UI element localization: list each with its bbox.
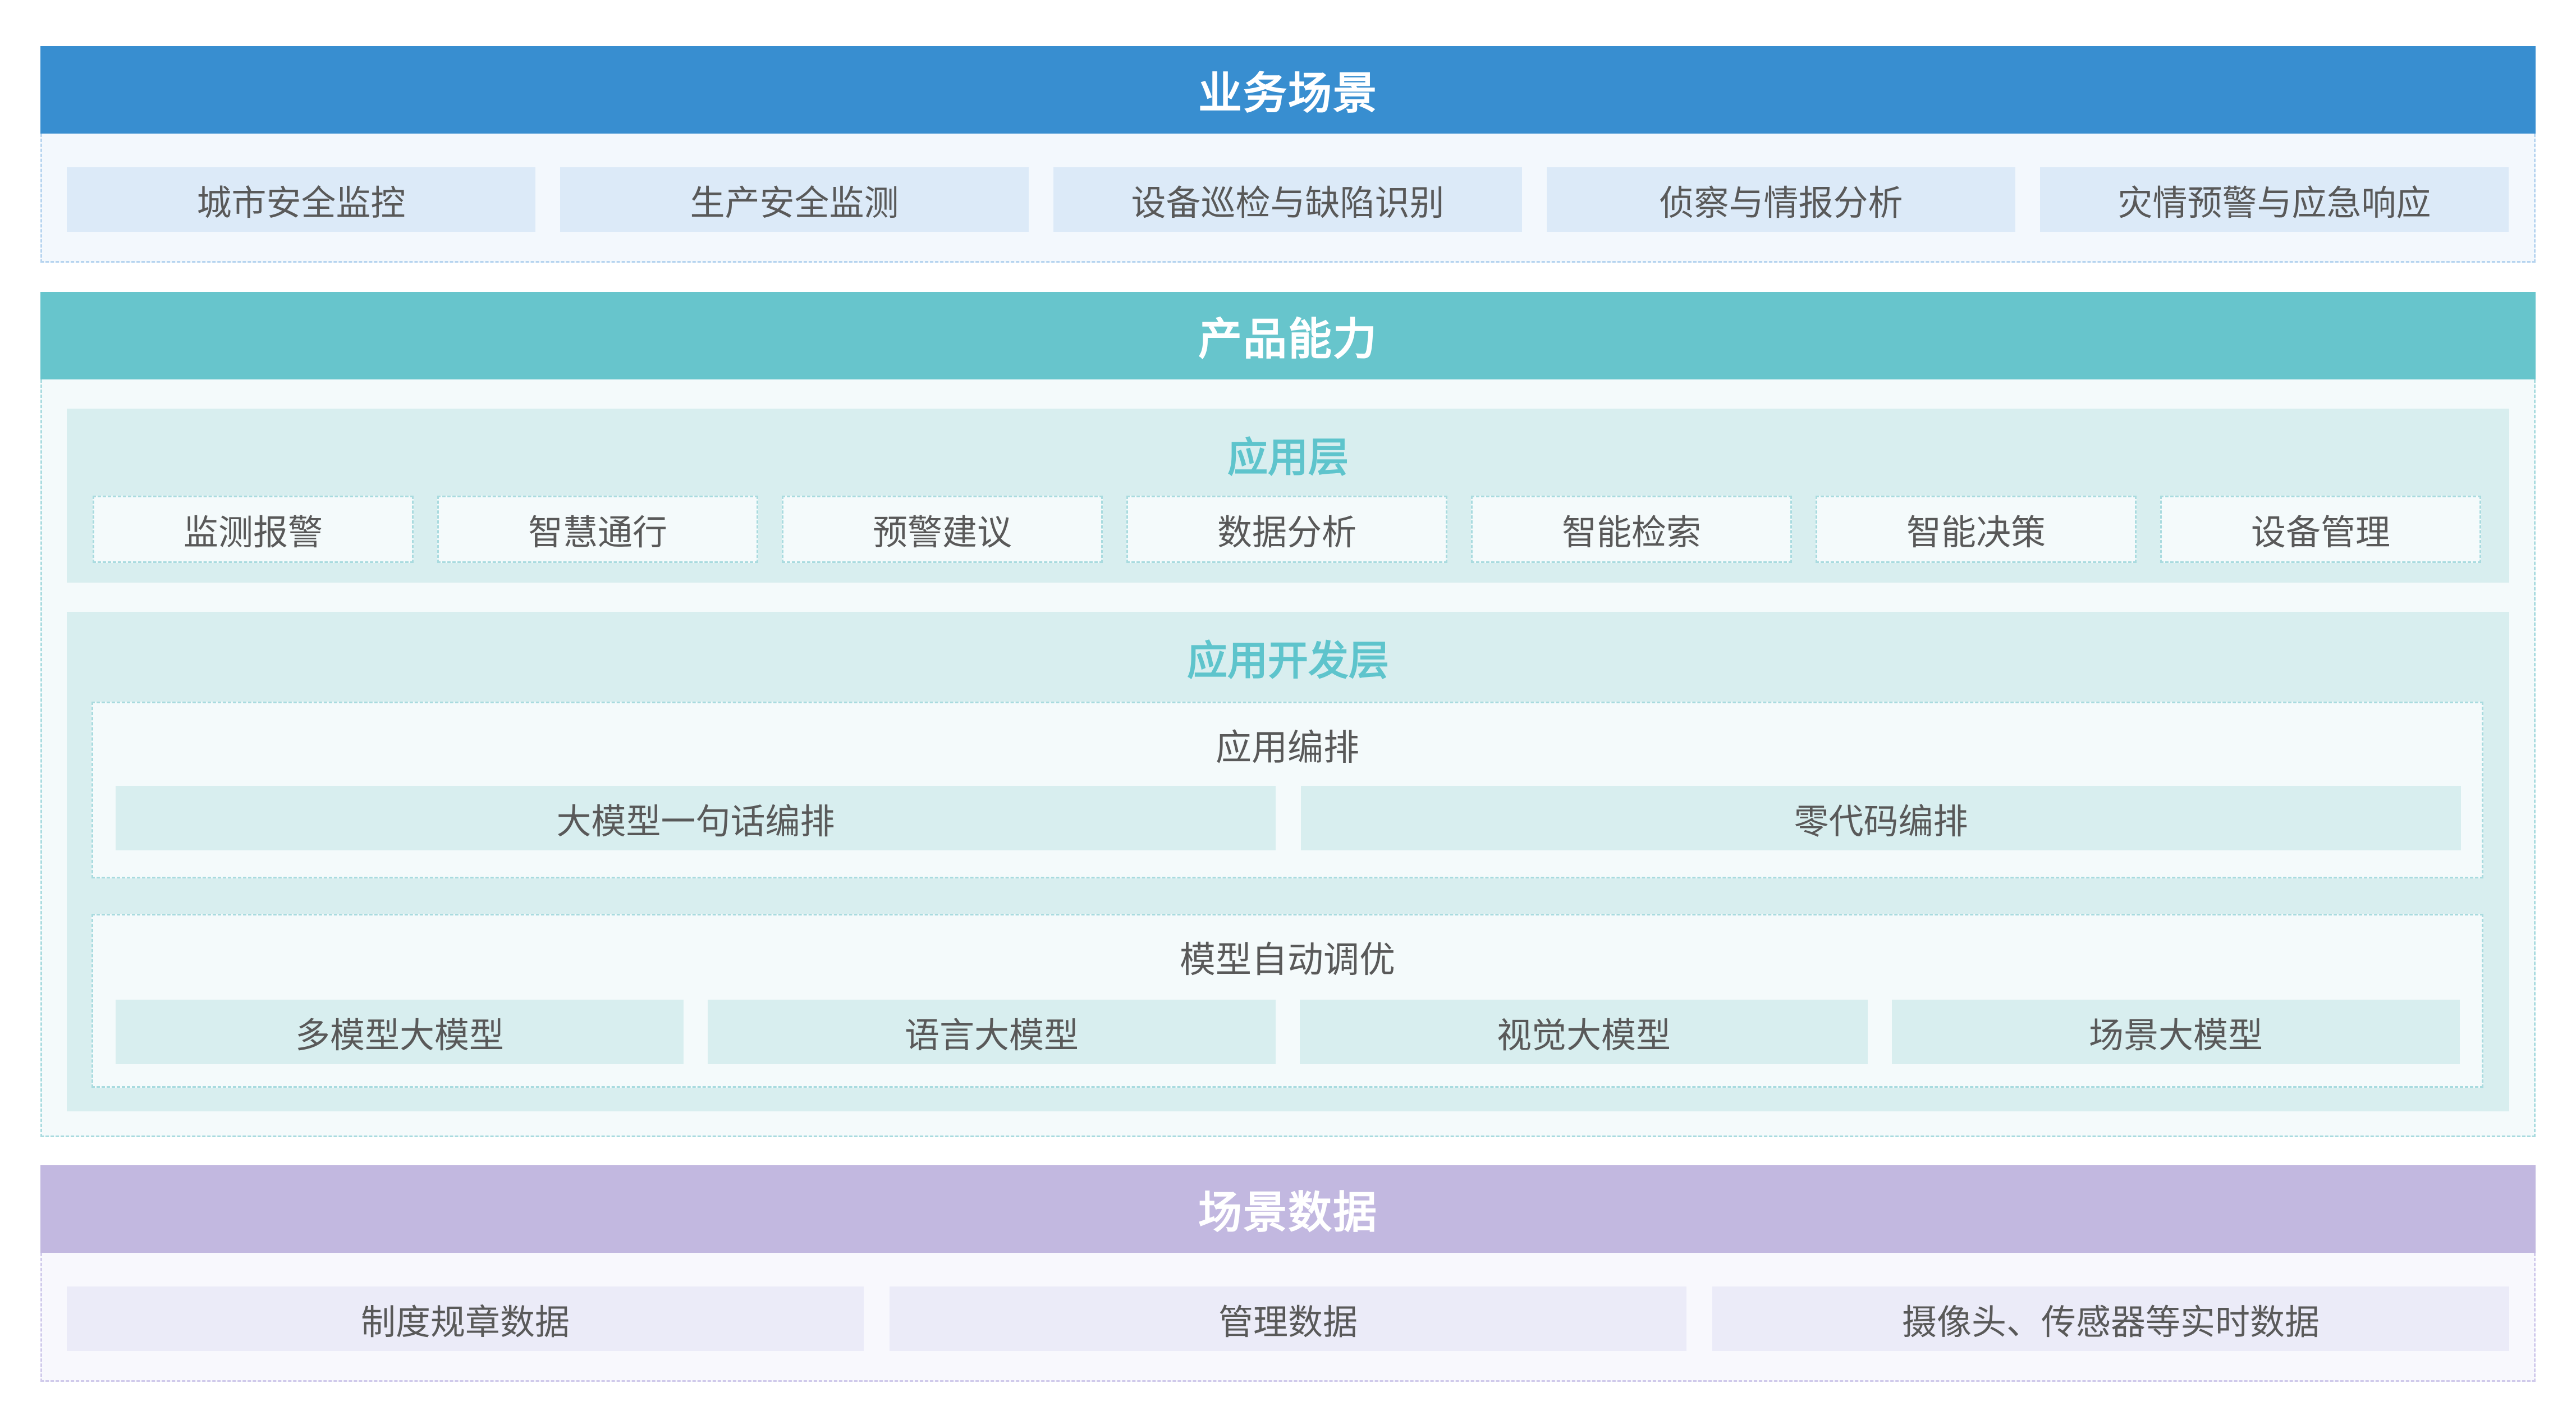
orchestration-item-llm-sentence: 大模型一句话编排 [116,786,1276,850]
development-layer-title: 应用开发层 [1186,637,1389,684]
app-item-data-analysis: 数据分析 [1126,496,1447,563]
tuning-item-scene-model: 场景大模型 [1892,1000,2460,1064]
tuning-item-language-model: 语言大模型 [708,1000,1276,1064]
app-item-monitoring-alarm: 监测报警 [93,496,414,563]
business-section-body: 城市安全监控 生产安全监测 设备巡检与缺陷识别 侦察与情报分析 灾情预警与应急响… [40,134,2536,263]
scene-data-item-realtime-sensors: 摄像头、传感器等实时数据 [1712,1286,2509,1351]
app-item-warning-advice: 预警建议 [782,496,1103,563]
business-section-header: 业务场景 [40,46,2536,134]
product-section-body: 应用层 监测报警 智慧通行 预警建议 数据分析 智能检索 智能决策 设备管理 应… [40,379,2536,1137]
tuning-item-vision-model: 视觉大模型 [1300,1000,1868,1064]
orchestration-title: 应用编排 [1216,727,1359,769]
app-item-smart-traffic: 智慧通行 [437,496,758,563]
business-item-intelligence-analysis: 侦察与情报分析 [1547,167,2015,232]
application-layer: 应用层 监测报警 智慧通行 预警建议 数据分析 智能检索 智能决策 设备管理 [67,409,2509,583]
business-item-equipment-inspection: 设备巡检与缺陷识别 [1053,167,1522,232]
application-layer-title: 应用层 [1227,434,1349,481]
app-item-device-management: 设备管理 [2160,496,2481,563]
orchestration-box: 应用编排 大模型一句话编排 零代码编排 [91,702,2483,878]
tuning-item-multi-model: 多模型大模型 [116,1000,684,1064]
app-item-smart-decision: 智能决策 [1816,496,2137,563]
scene-data-item-regulations: 制度规章数据 [67,1286,864,1351]
business-item-production-safety: 生产安全监测 [560,167,1029,232]
app-item-smart-search: 智能检索 [1471,496,1792,563]
model-tuning-title: 模型自动调优 [1180,940,1395,981]
development-layer: 应用开发层 应用编排 大模型一句话编排 零代码编排 模型自动调优 多模型大模型 … [67,612,2509,1111]
scene-data-item-management: 管理数据 [890,1286,1686,1351]
business-item-disaster-warning: 灾情预警与应急响应 [2040,167,2509,232]
scene-data-section-body: 制度规章数据 管理数据 摄像头、传感器等实时数据 [40,1253,2536,1382]
model-tuning-box: 模型自动调优 多模型大模型 语言大模型 视觉大模型 场景大模型 [91,914,2483,1088]
business-item-city-security: 城市安全监控 [67,167,535,232]
orchestration-item-zero-code: 零代码编排 [1301,786,2461,850]
scene-data-section-header: 场景数据 [40,1165,2536,1253]
product-section-header: 产品能力 [40,292,2536,379]
